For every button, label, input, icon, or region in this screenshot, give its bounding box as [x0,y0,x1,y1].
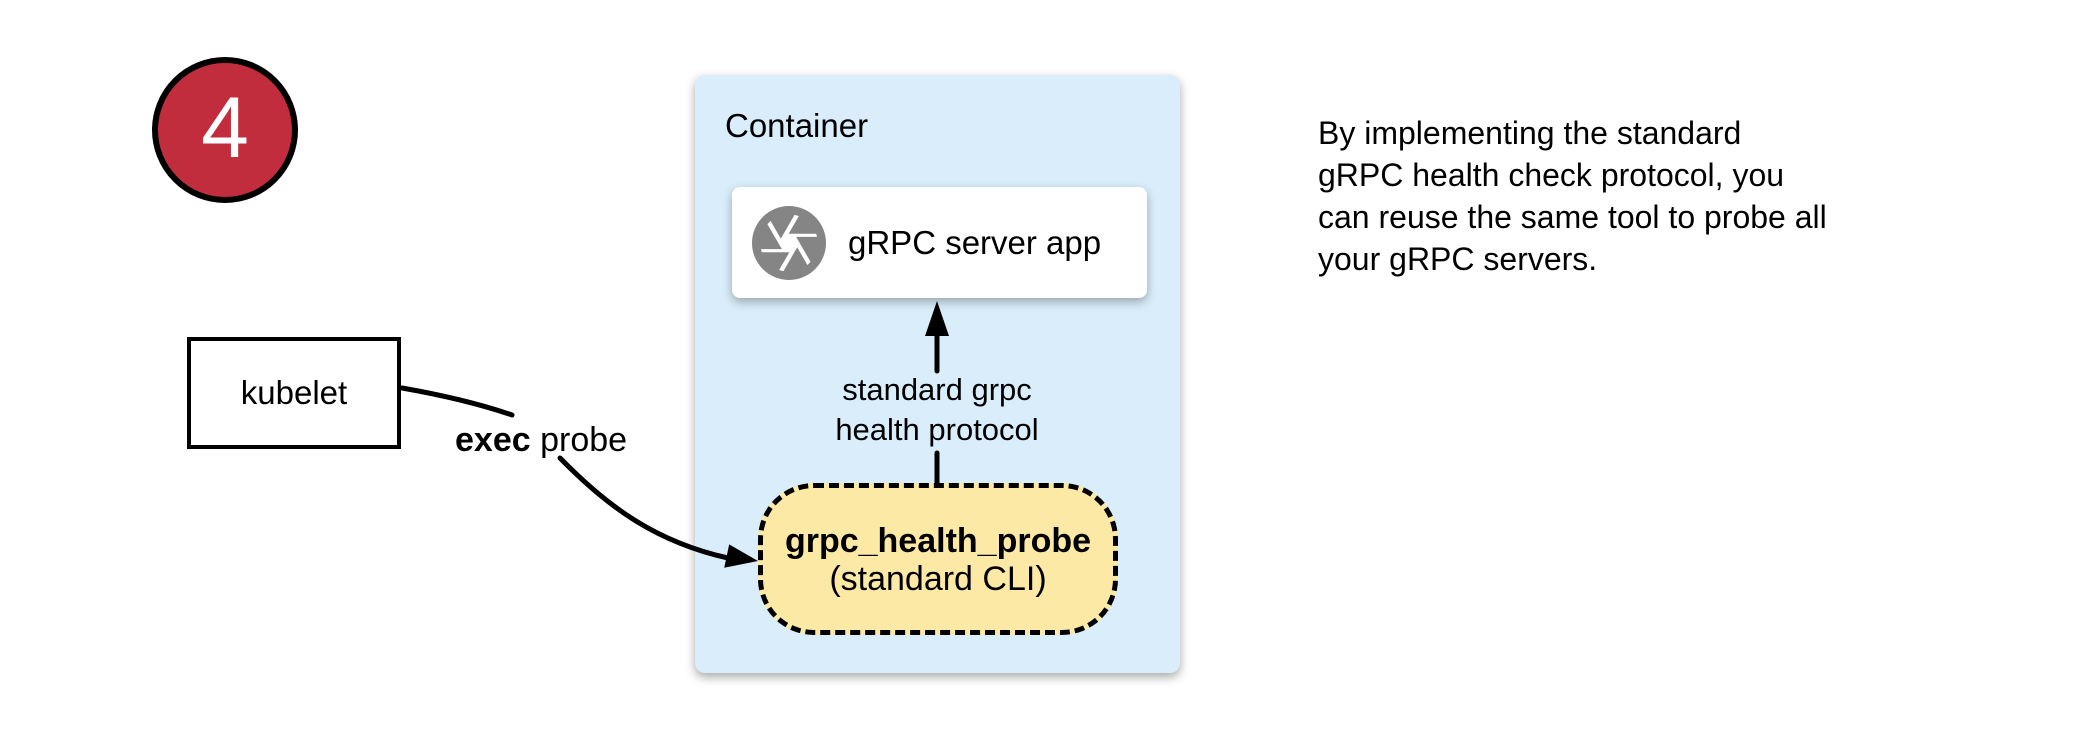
exec-probe-label: exec probe [455,421,627,460]
step-number: 4 [201,80,249,176]
container-label: Container [725,107,869,144]
aperture-icon-blades [758,211,820,274]
exec-probe-arrow-start [399,385,515,418]
probe-title: grpc_health_probe [784,522,1092,560]
health-protocol-label: standard grpc health protocol [835,372,1039,447]
exec-probe-label-bold: exec [455,421,531,459]
aperture-icon [752,205,826,280]
grpc-server-node: gRPC server app [732,187,1147,298]
grpc-server-label: gRPC server app [848,223,1102,261]
kubelet-label: kubelet [240,374,348,411]
container-group: Container gRPC server app grpc_health_pr… [695,75,1180,673]
grpc-health-probe-node: grpc_health_probe (standard CLI) [758,483,1118,635]
kubelet-node: kubelet [187,337,401,449]
probe-subtitle: (standard CLI) [829,560,1047,598]
side-note: By implementing the standard gRPC health… [1318,115,1827,277]
step-badge: 4 [152,57,298,203]
exec-probe-label-rest: probe [530,421,628,459]
